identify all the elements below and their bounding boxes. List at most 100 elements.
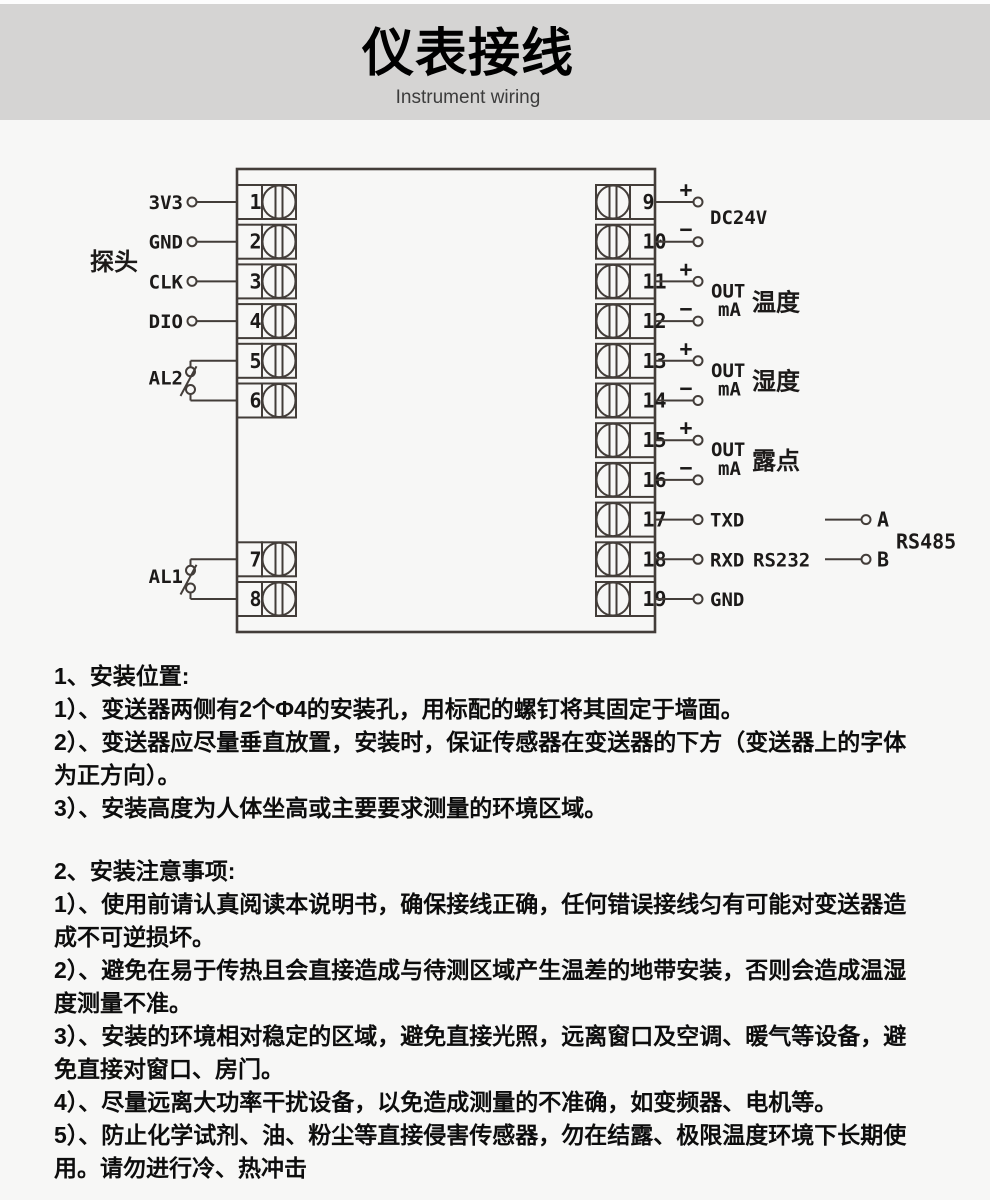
instructions: 1、安装位置: 1）、变送器两侧有2个Φ4的安装孔，用标配的螺钉将其固定于墙面。 2…	[54, 660, 984, 1185]
label-GND: GND	[149, 232, 183, 254]
label-TXD: TXD	[710, 510, 744, 532]
label-CLK: CLK	[149, 271, 184, 293]
terminal-4-number: 4	[250, 309, 262, 333]
install-position-line-2: 1）、变送器两侧有2个Φ4的安装孔，用标配的螺钉将其固定于墙面。	[54, 696, 744, 722]
wire-endpoint-icon	[692, 275, 704, 287]
wire-endpoint-icon	[692, 236, 704, 248]
terminal-2-number: 2	[250, 230, 262, 254]
label-AL1: AL1	[149, 566, 183, 588]
label-DC24V: DC24V	[710, 207, 767, 229]
label-ma-温度: mA	[718, 299, 741, 321]
wire-endpoint-icon	[692, 593, 704, 605]
switch-lever-icon	[179, 365, 198, 397]
terminal-3-number: 3	[250, 269, 262, 293]
screw-icon	[595, 263, 631, 299]
screw-icon	[261, 263, 297, 299]
install-notes-line-5: 度测量不准。	[54, 990, 192, 1016]
install-notes-line-8: 4）、尽量远离大功率干扰设备，以免造成测量的不准确，如变频器、电机等。	[54, 1089, 838, 1115]
screw-icon	[595, 383, 631, 418]
screw-icon	[261, 581, 297, 617]
wire-endpoint-icon	[692, 395, 704, 406]
polarity-sign-15: +	[679, 415, 692, 441]
wire-endpoint-icon	[186, 236, 198, 248]
label-RS232: RS232	[753, 549, 810, 571]
install-notes-line-6: 3）、安装的环境相对稳定的区域，避免直接光照，远离窗口及空调、暖气等设备，避	[54, 1023, 907, 1049]
polarity-sign-12: −	[679, 296, 692, 322]
wire-endpoint-icon	[692, 553, 704, 565]
transmitter-outline	[235, 167, 657, 634]
install-position-line-5: 3）、安装高度为人体坐高或主要要求测量的环境区域。	[54, 795, 608, 821]
wire-endpoint-icon	[860, 514, 872, 526]
screw-icon	[261, 303, 297, 339]
screw-icon	[595, 343, 631, 379]
polarity-sign-14: −	[679, 376, 692, 402]
wire-endpoint-icon	[692, 355, 704, 367]
polarity-sign-16: −	[679, 455, 692, 481]
title-band	[0, 4, 990, 120]
wire-endpoint-icon	[692, 474, 704, 486]
label-out-湿度: OUT	[711, 360, 745, 382]
install-position-line-1: 1、安装位置:	[54, 663, 190, 689]
screw-icon	[595, 462, 631, 498]
polarity-sign-13: +	[679, 336, 692, 362]
screw-icon	[595, 184, 631, 220]
polarity-sign-9: +	[679, 177, 692, 203]
install-position-line-4: 为正方向）。	[54, 762, 181, 788]
polarity-sign-11: +	[679, 256, 692, 282]
screw-icon	[595, 541, 631, 577]
label-RXD: RXD	[710, 549, 744, 571]
label-3V3: 3V3	[149, 192, 183, 214]
screw-icon	[595, 224, 631, 260]
wire-endpoint-icon	[860, 553, 872, 565]
screw-icon	[595, 581, 631, 617]
terminal-8-number: 8	[250, 587, 262, 611]
label-ma-湿度: mA	[718, 379, 741, 401]
wire-endpoint-icon	[186, 315, 198, 327]
label-rs485-a: A	[877, 508, 889, 532]
polarity-sign-10: −	[679, 217, 692, 243]
label-温度: 温度	[752, 288, 801, 316]
install-notes-line-3: 成不可逆损坏。	[54, 924, 215, 950]
label-rs485: RS485	[896, 529, 956, 553]
switch-lever-icon	[179, 564, 198, 595]
install-position-section: 1、安装位置: 1）、变送器两侧有2个Φ4的安装孔，用标配的螺钉将其固定于墙面。 2…	[54, 660, 984, 825]
label-湿度: 湿度	[752, 368, 801, 396]
switch-contact-icon	[185, 384, 196, 395]
terminal-5-number: 5	[250, 349, 262, 373]
screw-icon	[261, 224, 297, 260]
label-露点: 露点	[752, 448, 800, 475]
wire-endpoint-icon	[692, 315, 704, 327]
wire-endpoint-icon	[692, 514, 704, 526]
wiring-diagram: 13V32GND3CLK4DIO5678探头AL2AL19+10−11+12−1…	[90, 167, 956, 634]
page-title: 仪表接线	[361, 25, 574, 83]
install-notes-section: 2、安装注意事项:1）、使用前请认真阅读本说明书，确保接线正确，任何错误接线匀有…	[54, 855, 984, 1185]
label-AL2: AL2	[149, 368, 183, 390]
terminal-9-number: 9	[643, 190, 655, 214]
install-notes-line-2: 1）、使用前请认真阅读本说明书，确保接线正确，任何错误接线匀有可能对变送器造	[54, 891, 907, 917]
install-notes-line-4: 2）、避免在易于传热且会直接造成与待测区域产生温差的地带安装，否则会造成温湿	[54, 957, 907, 983]
probe-label: 探头	[90, 249, 138, 276]
terminal-7-number: 7	[250, 547, 262, 571]
wire-endpoint-icon	[692, 196, 704, 208]
switch-contact-icon	[185, 582, 196, 594]
install-notes-line-9: 5）、防止化学试剂、油、粉尘等直接侵害传感器，勿在结露、极限温度环境下长期使	[54, 1122, 907, 1148]
install-notes-line-7: 免直接对窗口、房门。	[54, 1056, 284, 1082]
screw-icon	[261, 343, 297, 379]
screw-icon	[595, 502, 631, 538]
install-position-line-3: 2）、变送器应尽量垂直放置，安装时，保证传感器在变送器的下方（变送器上的字体	[54, 729, 907, 755]
screw-icon	[595, 422, 631, 458]
label-out-露点: OUT	[711, 439, 745, 461]
screw-icon	[261, 383, 297, 418]
terminal-1-number: 1	[250, 190, 262, 214]
wire-endpoint-icon	[692, 434, 704, 446]
screw-icon	[595, 303, 631, 339]
page-subtitle: Instrument wiring	[395, 87, 541, 108]
screw-icon	[261, 541, 297, 577]
title-block: 仪表接线 Instrument wiring	[0, 24, 936, 109]
label-rs485-b: B	[877, 547, 889, 571]
label-out-温度: OUT	[711, 280, 745, 302]
label-ma-露点: mA	[718, 458, 741, 480]
wire-endpoint-icon	[186, 196, 198, 208]
label-DIO: DIO	[149, 311, 183, 333]
